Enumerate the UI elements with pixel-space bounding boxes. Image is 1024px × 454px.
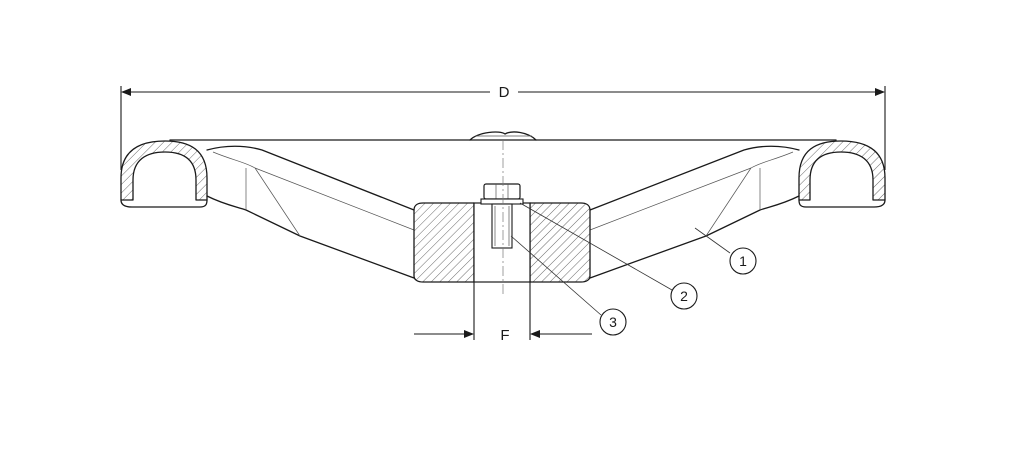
dimension-label-d: D [499,84,510,101]
callout-3: 3 [510,235,627,336]
callout-number-3: 3 [609,314,617,330]
rim-top [169,131,837,141]
washer [480,198,524,205]
dimension-label-f: F [500,327,509,344]
spoke-left [206,145,415,279]
bolt-head [483,183,521,200]
hub-half-left [413,202,475,283]
rim-section-left [120,140,208,208]
hub-cap-profile [469,131,537,141]
callout-2: 2 [519,202,698,310]
bolt-shank [491,203,513,249]
spoke-right [589,145,800,279]
callout-1: 1 [694,227,757,275]
callout-number-2: 2 [680,288,688,304]
dimension-d: D [120,84,886,170]
hub-half-right [529,202,591,283]
hex-bolt [480,183,524,249]
dimension-f: F [414,282,592,344]
rim-section-right [798,140,886,208]
callout-number-1: 1 [739,253,747,269]
